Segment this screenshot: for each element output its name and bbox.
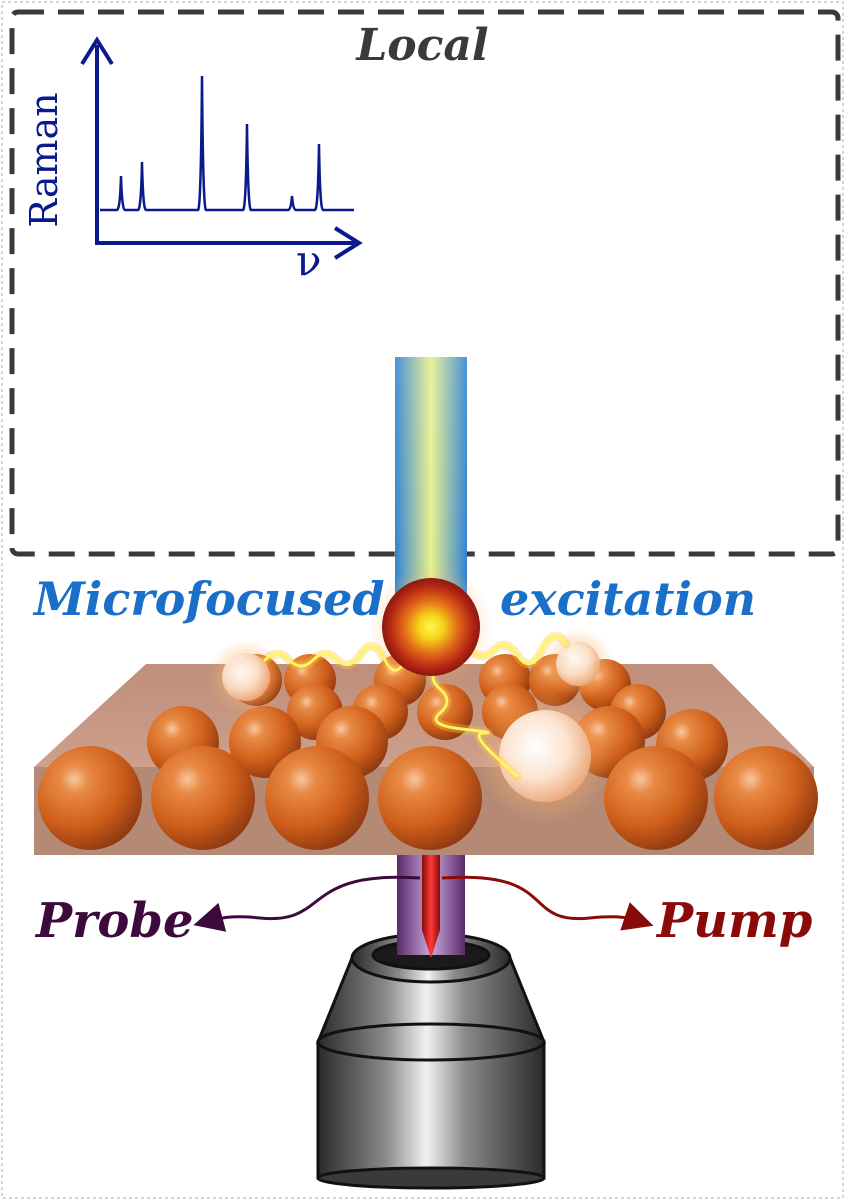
pump-label: Pump	[657, 893, 813, 949]
nanoparticle	[265, 746, 369, 850]
nanoparticle	[714, 746, 818, 850]
objective-lens-icon	[315, 930, 547, 1190]
nanoparticle	[151, 746, 255, 850]
excitation-label-right: excitation	[500, 572, 757, 626]
spectrum-y-axis-text: Raman	[22, 92, 66, 228]
raman-spectrum-plot	[80, 36, 363, 260]
heated-nanoparticle	[556, 642, 600, 686]
spectrum-y-arrowhead	[80, 36, 114, 66]
spectrum-x-arrowhead	[333, 226, 363, 260]
hot-spot-icon	[369, 565, 493, 689]
heated-nanoparticle	[499, 710, 591, 802]
heated-particles	[208, 628, 614, 824]
nanoparticle	[604, 746, 708, 850]
spectrum-trace	[100, 75, 354, 212]
local-region-title: Local	[356, 20, 489, 71]
spectrum-x-axis-label: ν	[296, 236, 322, 285]
heated-nanoparticle	[222, 653, 270, 701]
nanoparticle	[38, 746, 142, 850]
nanoparticle	[417, 684, 473, 740]
excitation-label-left: Microfocused	[34, 572, 385, 626]
pump-arrow	[441, 875, 654, 931]
probe-label: Probe	[36, 893, 194, 949]
particle-layer-front	[38, 746, 818, 850]
nanoparticle	[378, 746, 482, 850]
probe-arrow	[193, 875, 421, 932]
